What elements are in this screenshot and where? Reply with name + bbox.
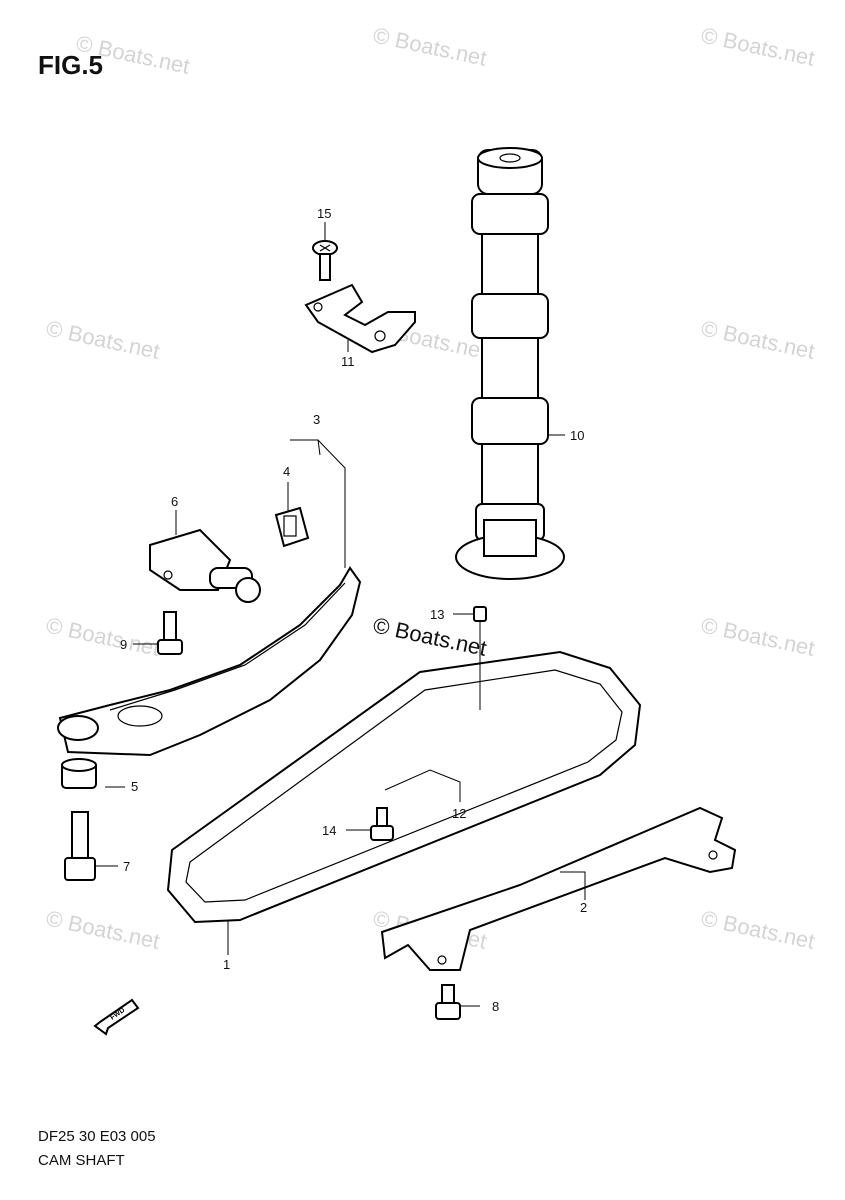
camshaft-part-10 — [455, 147, 565, 580]
callout-10: 10 — [570, 428, 584, 443]
callout-5: 5 — [131, 779, 138, 794]
diagram-code: DF25 30 E03 005 — [38, 1128, 156, 1145]
bolt-part-7 — [64, 811, 96, 881]
chain-guide-part-3 — [57, 566, 362, 757]
callout-12: 12 — [452, 806, 466, 821]
watermark-text: © Boats.net — [699, 612, 817, 660]
callout-7: 7 — [123, 859, 130, 874]
callout-6: 6 — [171, 494, 178, 509]
cushion-part-4 — [274, 506, 310, 548]
fwd-arrow-icon: FWD — [93, 998, 140, 1036]
callout-15: 15 — [317, 206, 331, 221]
watermark-text: © Boats.net — [44, 905, 162, 953]
leader-lines — [95, 222, 586, 1007]
bolt-part-14 — [370, 807, 394, 841]
screw-part-15 — [312, 240, 338, 281]
watermark-text: © Boats.net — [371, 22, 489, 70]
diagram-name: CAM SHAFT — [38, 1152, 125, 1169]
watermark-text: © Boats.net — [74, 30, 192, 78]
chain-guide-part-2 — [380, 806, 737, 971]
bushing-part-5 — [61, 758, 97, 789]
callout-4: 4 — [283, 464, 290, 479]
watermark-text: © Boats.net — [699, 22, 817, 70]
pin-part-13 — [473, 606, 487, 622]
bolt-part-9 — [157, 611, 183, 655]
tensioner-part-6 — [149, 528, 261, 603]
callout-14: 14 — [322, 823, 336, 838]
callout-2: 2 — [580, 900, 587, 915]
callout-13: 13 — [430, 607, 444, 622]
figure-title: FIG.5 — [38, 50, 104, 80]
watermark-text: © Boats.net — [699, 905, 817, 953]
watermark-text: © Boats.net — [699, 315, 817, 363]
callout-8: 8 — [492, 999, 499, 1014]
callout-1: 1 — [223, 957, 230, 972]
callout-3: 3 — [313, 412, 320, 427]
watermark-text: © Boats.net — [44, 315, 162, 363]
callout-11: 11 — [341, 354, 355, 369]
bolt-part-8 — [435, 984, 461, 1020]
callouts: 15 11 3 4 6 9 5 7 10 13 12 14 2 1 8 — [120, 206, 587, 1014]
timing-chain-part-1 — [166, 650, 642, 924]
callout-9: 9 — [120, 637, 127, 652]
watermark-text: © Boats.net — [44, 612, 162, 660]
retainer-plate-part-11 — [304, 283, 416, 354]
